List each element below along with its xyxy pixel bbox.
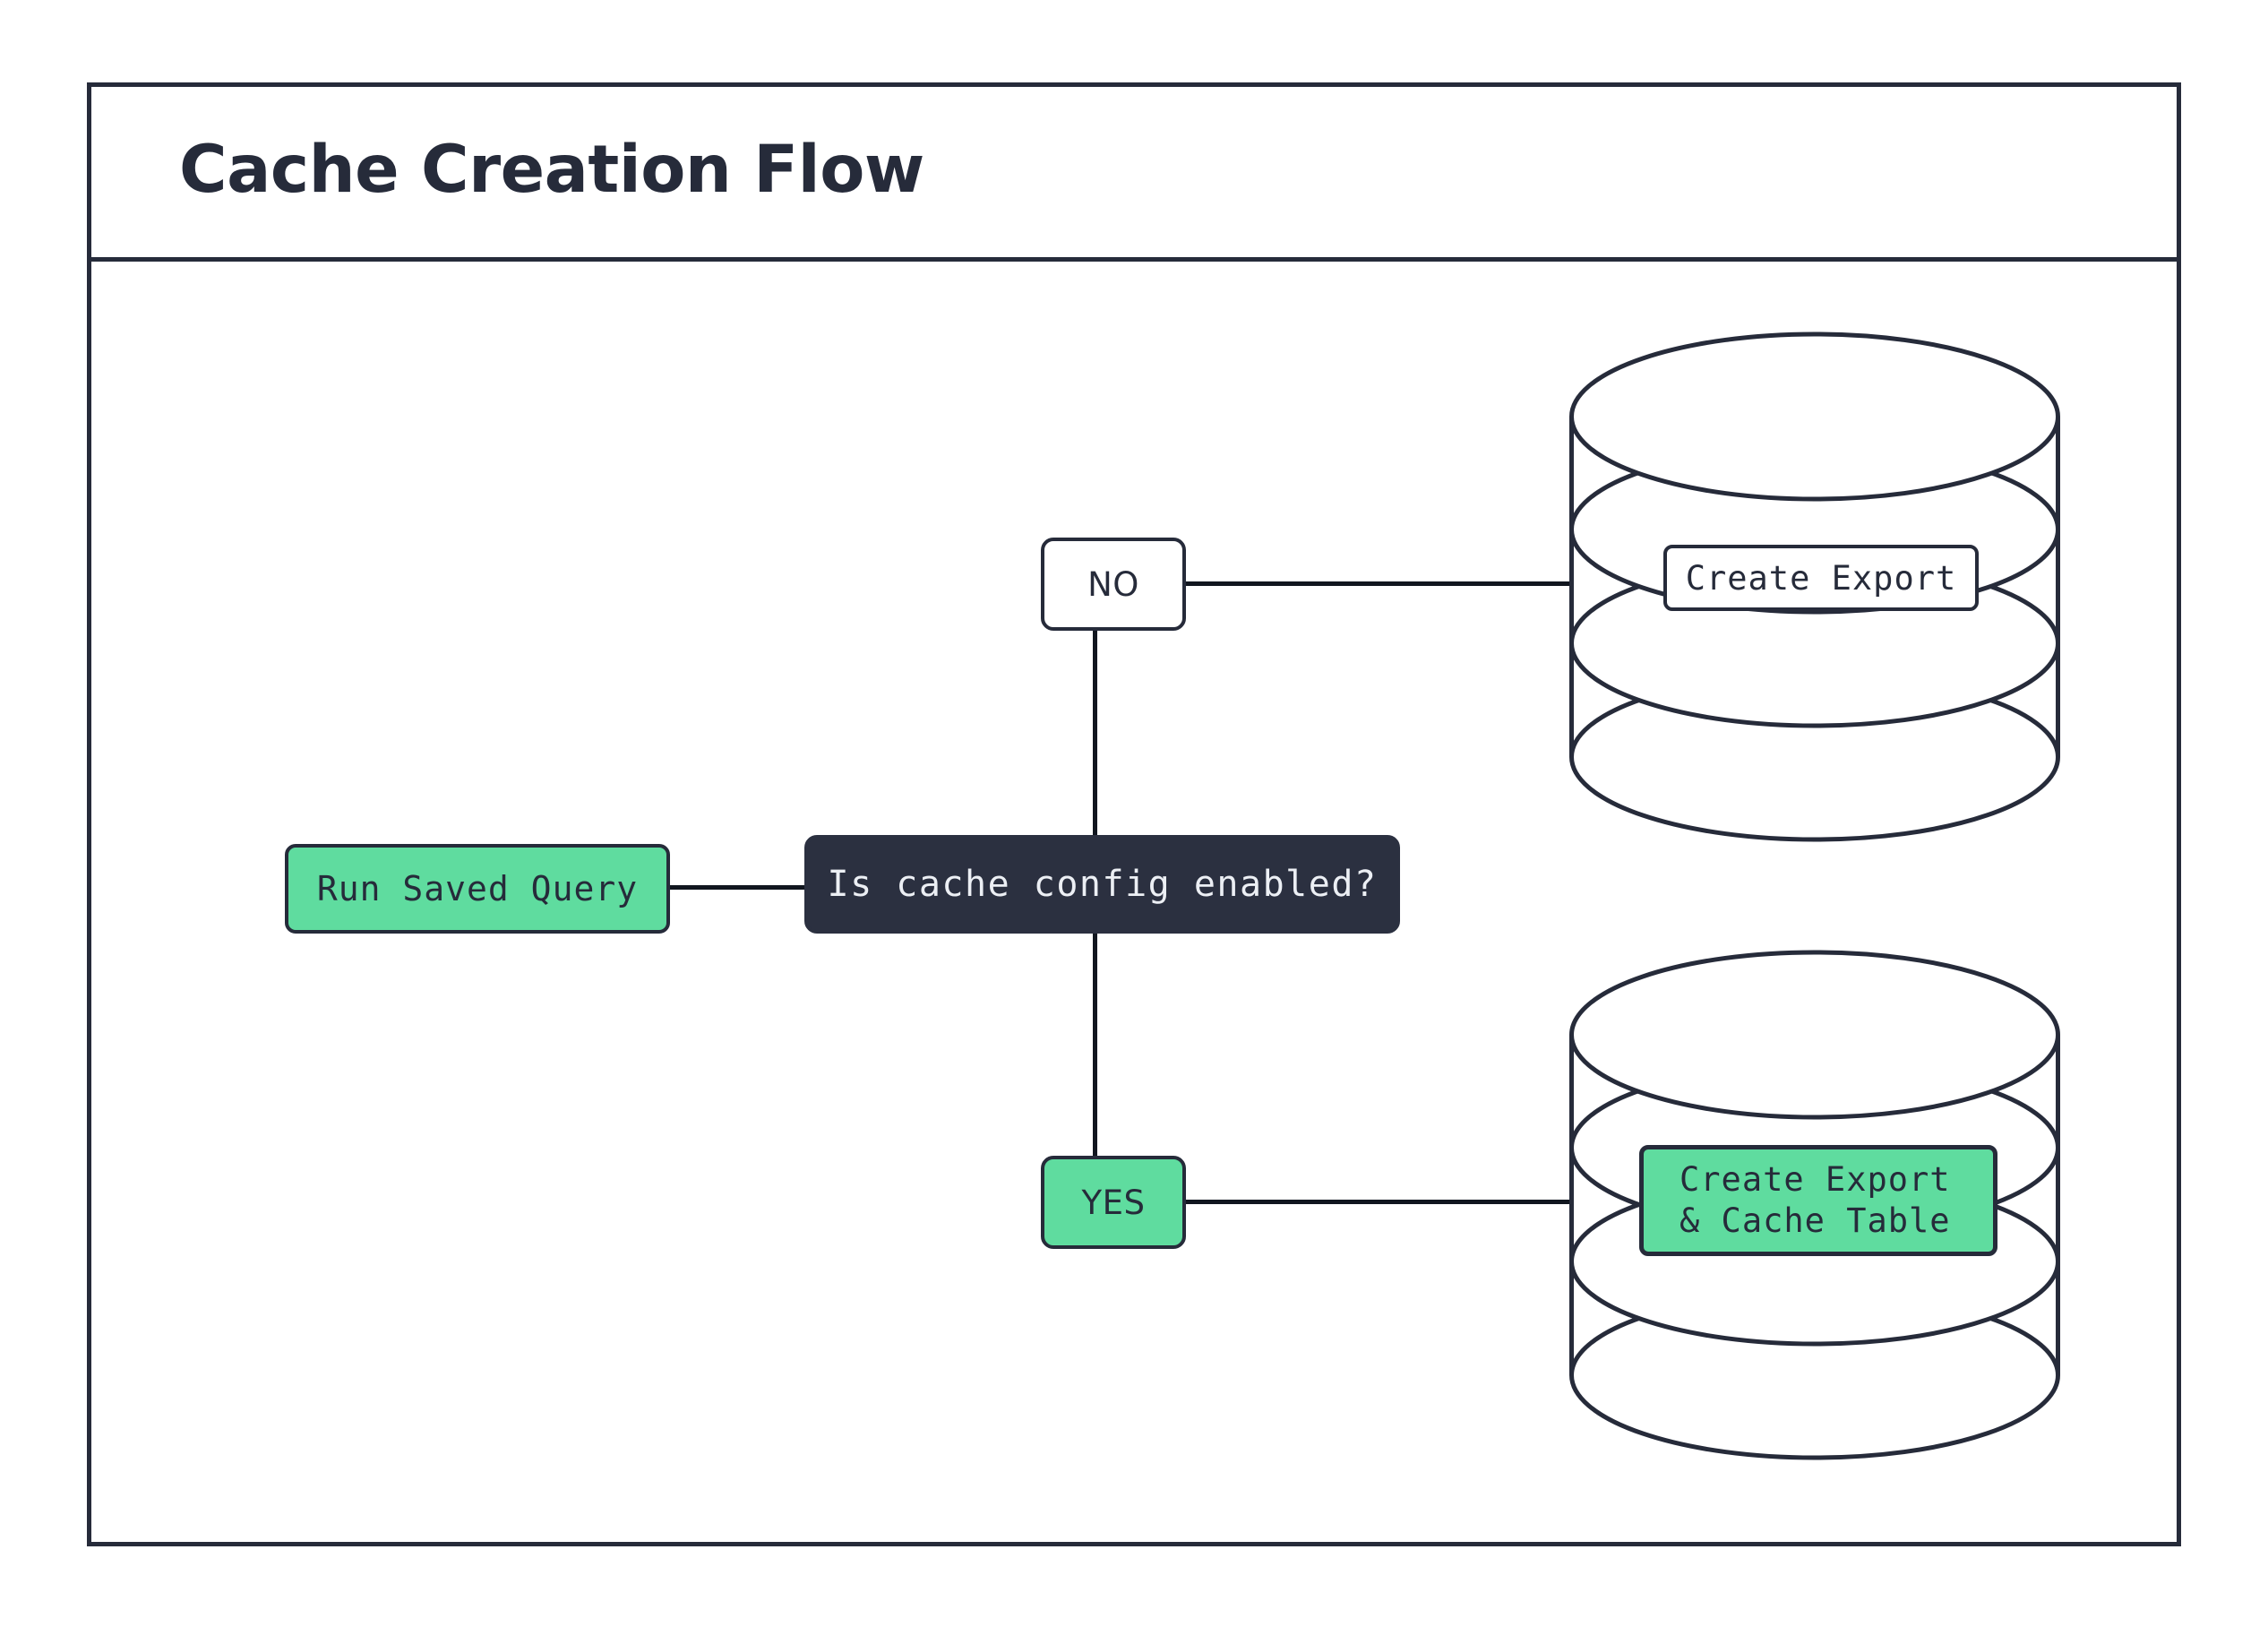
node-decision-is-cache-config-enabled[interactable]: Is cache config enabled? xyxy=(804,835,1400,934)
node-create-export-and-cache-table[interactable]: Create Export & Cache Table xyxy=(1639,1145,1997,1256)
edge-decision-to-yes xyxy=(1093,932,1097,1159)
edge-no-to-database-top xyxy=(1182,581,1572,586)
node-create-export[interactable]: Create Export xyxy=(1663,545,1979,611)
edge-run-saved-query-to-decision xyxy=(667,885,808,890)
node-branch-no[interactable]: NO xyxy=(1041,538,1186,631)
node-branch-yes[interactable]: YES xyxy=(1041,1156,1186,1249)
node-create-export-and-cache-table-line1: Create Export xyxy=(1680,1160,1951,1199)
node-create-export-and-cache-table-line2: & Cache Table xyxy=(1680,1201,1951,1240)
edge-yes-to-database-bottom xyxy=(1182,1200,1572,1204)
edge-decision-to-no xyxy=(1093,627,1097,837)
node-run-saved-query[interactable]: Run Saved Query xyxy=(285,844,670,934)
